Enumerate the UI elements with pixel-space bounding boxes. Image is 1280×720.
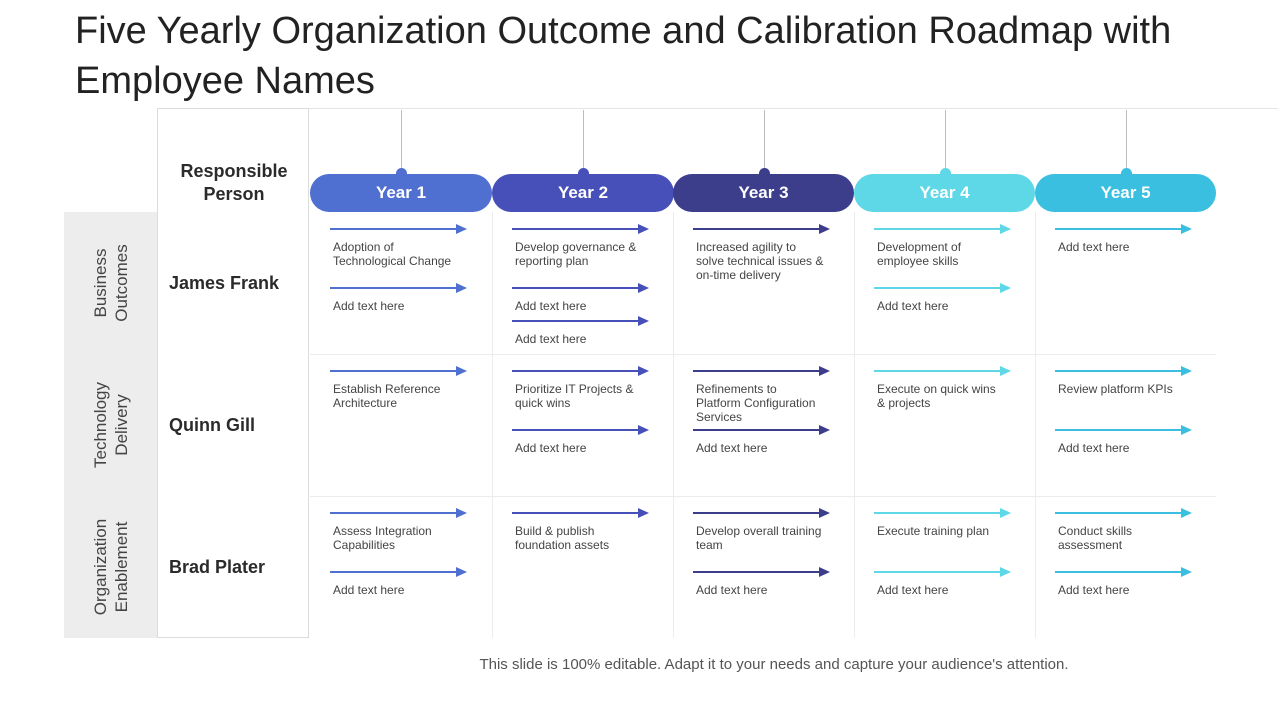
task-text: Build & publish foundation assets xyxy=(515,524,610,552)
placeholder-text: Add text here xyxy=(696,583,768,597)
row-divider xyxy=(310,354,1216,355)
responsible-person-header: Responsible Person xyxy=(180,161,288,204)
task-text: Execute on quick wins & projects xyxy=(877,382,996,410)
year-3-pill: Year 3 xyxy=(673,174,854,212)
roadmap-arrow xyxy=(693,224,830,234)
placeholder-text: Add text here xyxy=(877,299,949,313)
task-text: Establish Reference Architecture xyxy=(333,382,441,410)
placeholder-text: Add text here xyxy=(1058,583,1130,597)
roadmap-arrow xyxy=(512,224,649,234)
roadmap-arrow xyxy=(330,567,467,577)
roadmap-arrow xyxy=(330,224,467,234)
task-text: Assess Integration Capabilities xyxy=(333,524,432,552)
year-4-pill: Year 4 xyxy=(854,174,1035,212)
roadmap-arrow xyxy=(874,366,1011,376)
task-text: Increased agility to solve technical iss… xyxy=(696,240,824,282)
roadmap-arrow xyxy=(874,224,1011,234)
roadmap-arrow xyxy=(693,567,830,577)
footer-note: This slide is 100% editable. Adapt it to… xyxy=(479,656,1069,673)
task-text: Develop governance & reporting plan xyxy=(515,240,637,268)
task-text: Review platform KPIs xyxy=(1058,382,1173,396)
category-band xyxy=(64,212,158,638)
year-connector-dot xyxy=(1120,168,1132,179)
year-connector-line xyxy=(763,110,765,172)
roadmap-arrow xyxy=(693,366,830,376)
roadmap-arrow xyxy=(330,366,467,376)
placeholder-text: Add text here xyxy=(1058,240,1130,254)
category-label: Organization Enablement xyxy=(91,518,131,616)
year-connector-dot xyxy=(578,168,589,179)
roadmap-arrow xyxy=(512,316,649,326)
placeholder-text: Add text here xyxy=(696,441,768,455)
placeholder-text: Add text here xyxy=(333,583,405,597)
task-text: Development of employee skills xyxy=(877,240,962,268)
placeholder-text: Add text here xyxy=(515,441,587,455)
slide-title: Five Yearly Organization Outcome and Cal… xyxy=(75,10,1172,102)
placeholder-text: Add text here xyxy=(1058,441,1130,455)
placeholder-text: Add text here xyxy=(333,299,405,313)
year-connector-dot xyxy=(939,168,951,179)
year-connector-dot xyxy=(758,168,770,179)
roadmap-arrow xyxy=(1055,425,1192,435)
roadmap-arrow xyxy=(512,366,649,376)
year-1-pill: Year 1 xyxy=(310,174,492,212)
year-connector-line xyxy=(583,110,584,172)
roadmap-arrow xyxy=(874,283,1011,293)
roadmap-arrow xyxy=(693,508,830,518)
column-divider xyxy=(1035,212,1036,638)
year-5-pill: Year 5 xyxy=(1035,174,1216,212)
year-connector-line xyxy=(401,110,402,172)
year-connector-line xyxy=(944,110,946,172)
roadmap-arrow xyxy=(874,508,1011,518)
column-divider xyxy=(492,212,493,638)
roadmap-arrow xyxy=(1055,567,1192,577)
roadmap-arrow xyxy=(874,567,1011,577)
roadmap-arrow xyxy=(512,425,649,435)
placeholder-text: Add text here xyxy=(515,299,587,313)
row-divider xyxy=(310,496,1216,497)
roadmap-arrow xyxy=(512,508,649,518)
category-label: Technology Delivery xyxy=(91,382,131,469)
roadmap-arrow xyxy=(1055,366,1192,376)
category-label: Business Outcomes xyxy=(91,244,131,322)
year-connector-dot xyxy=(396,168,407,179)
task-text: Develop overall training team xyxy=(696,524,822,552)
roadmap-arrow xyxy=(1055,224,1192,234)
roadmap-arrow xyxy=(330,508,467,518)
person-name: James Frank xyxy=(169,273,280,293)
placeholder-text: Add text here xyxy=(877,583,949,597)
column-divider xyxy=(854,212,855,638)
roadmap-arrow xyxy=(512,283,649,293)
column-divider xyxy=(673,212,674,638)
header-divider xyxy=(258,108,1278,109)
task-text: Adoption of Technological Change xyxy=(333,240,452,268)
year-connector-line xyxy=(1125,110,1127,172)
person-name: Brad Plater xyxy=(169,557,266,577)
roadmap-arrow xyxy=(330,283,467,293)
responsible-person-column xyxy=(157,108,309,638)
roadmap-arrow xyxy=(693,425,830,435)
placeholder-text: Add text here xyxy=(515,332,587,346)
task-text: Prioritize IT Projects & quick wins xyxy=(515,382,634,410)
person-name: Quinn Gill xyxy=(169,415,255,435)
task-text: Refinements to Platform Configuration Se… xyxy=(696,382,816,424)
task-text: Conduct skills assessment xyxy=(1058,524,1133,552)
task-text: Execute training plan xyxy=(877,524,990,538)
year-2-pill: Year 2 xyxy=(492,174,674,212)
roadmap-arrow xyxy=(1055,508,1192,518)
